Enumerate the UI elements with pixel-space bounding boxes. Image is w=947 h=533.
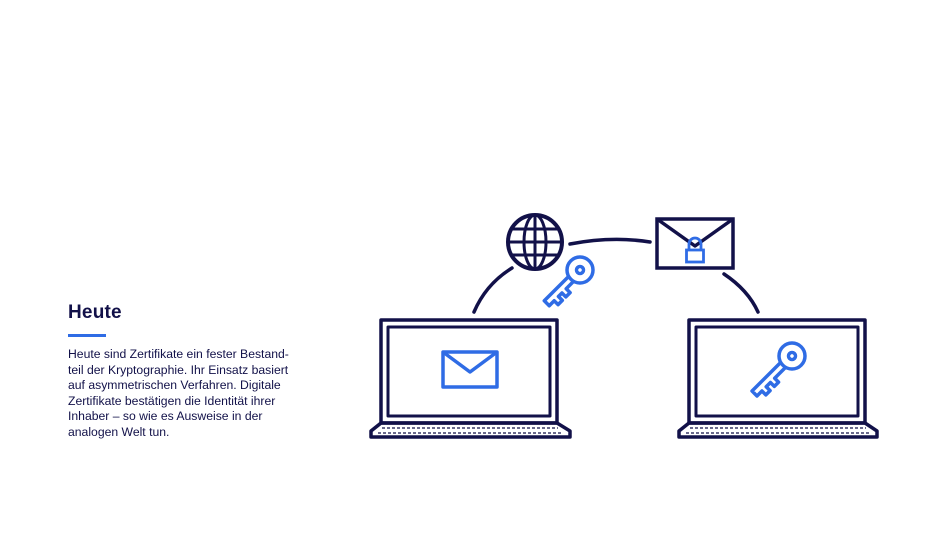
laptop-icon [369,318,572,439]
section-heading: Heute [68,302,122,323]
globe-icon [506,213,564,271]
paragraph-line: Heute sind Zertifikate ein fester Bestan… [68,347,289,361]
paragraph-line: teil der Kryptographie. Ihr Einsatz basi… [68,362,289,377]
key-icon [542,255,595,308]
laptop-icon [677,318,879,439]
connection-arc [568,237,652,246]
connection-arc [722,272,760,314]
envelope-icon [441,350,499,389]
locked-envelope-icon [655,217,735,270]
lock-body [685,248,705,264]
connection-arcs [472,237,760,314]
heading-underline [68,334,106,337]
lock-shackle [687,236,703,250]
connection-arc [472,266,514,314]
paragraph-line: auf asymmetrischen Verfahren. Digitale [68,378,281,393]
description-paragraph: Heute sind Zertifikate ein fester Bestan… [68,347,338,441]
key-icon [750,341,807,398]
paragraph-line: Inhaber – so wie es Ausweise in der [68,409,263,424]
paragraph-line: analogen Welt tun. [68,424,170,439]
text-block: Heute Heute sind Zertifikate ein fester … [68,302,338,441]
paragraph-line: Zertifikate bestätigen die Identität ihr… [68,393,276,408]
